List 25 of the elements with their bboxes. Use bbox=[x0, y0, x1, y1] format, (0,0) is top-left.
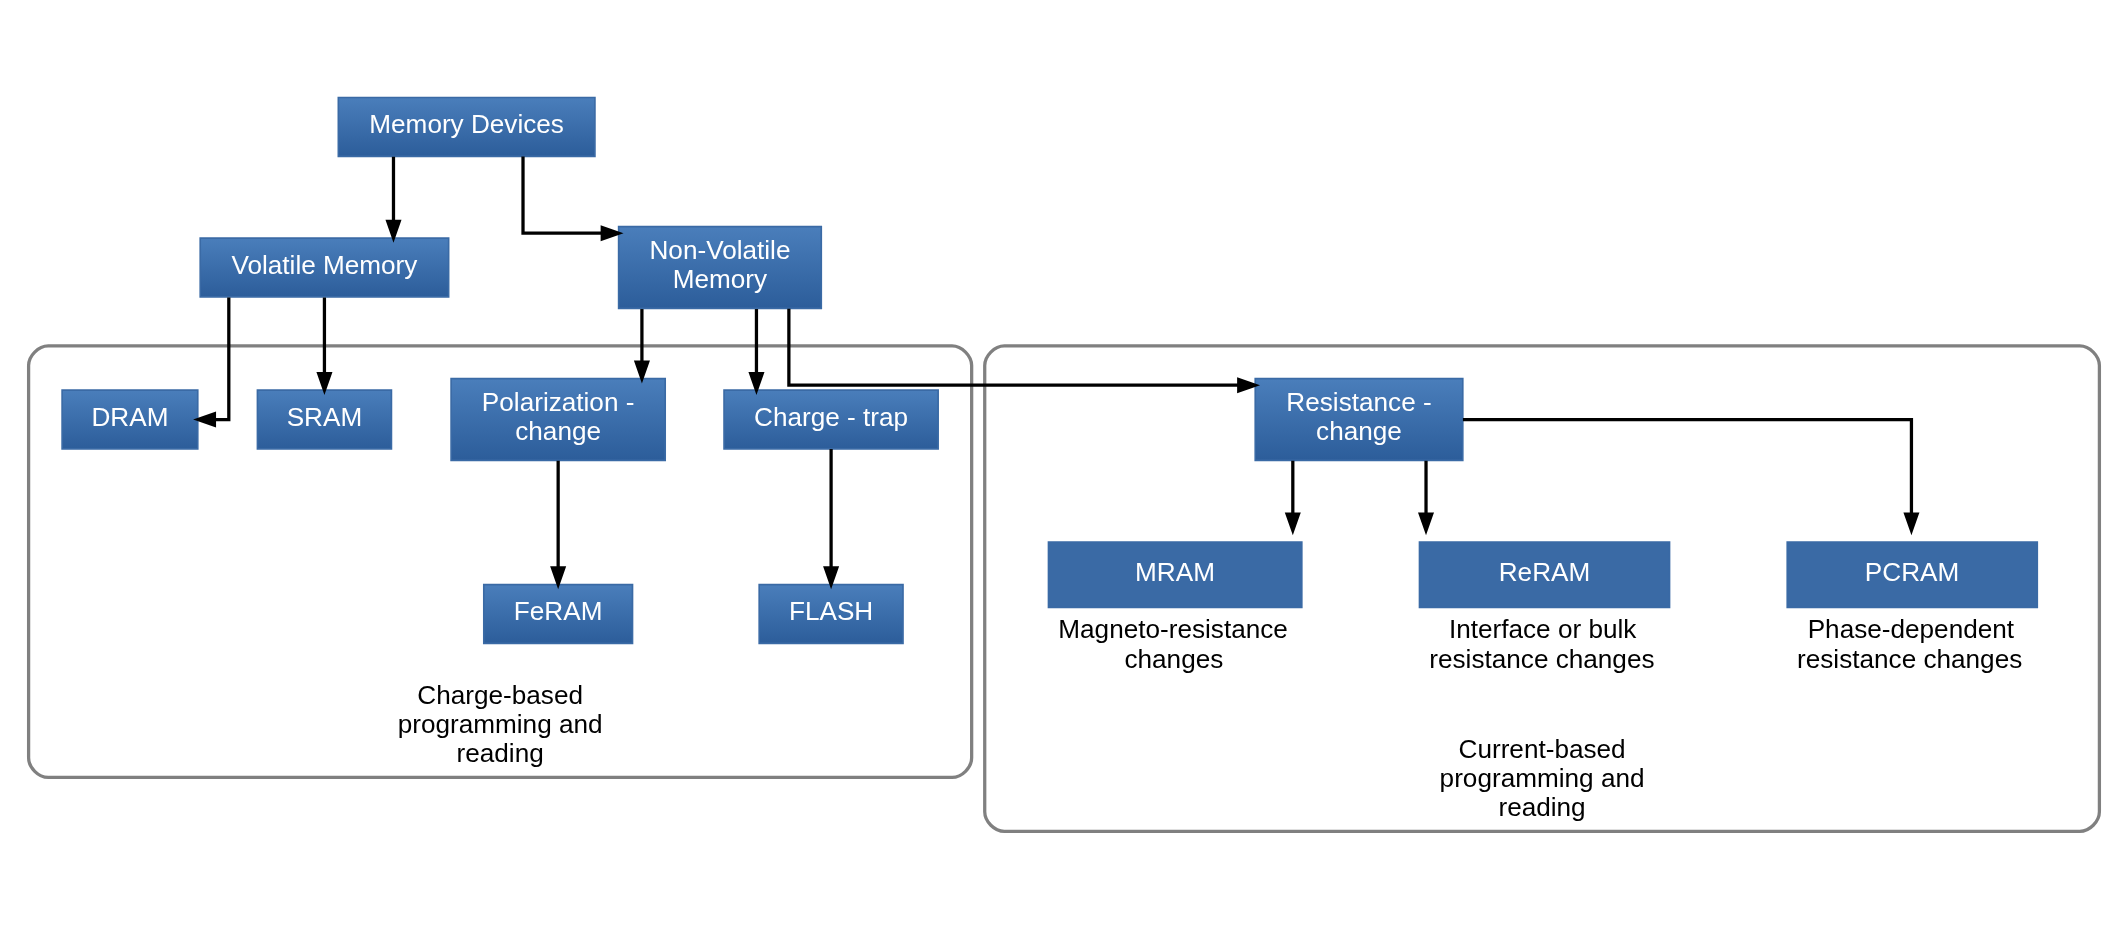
arrow bbox=[1418, 460, 1435, 536]
node-label: Phase-dependent resistance changes bbox=[1797, 614, 2023, 674]
node-box: FeRAM bbox=[482, 583, 634, 645]
node-box: Polarization - change bbox=[450, 377, 666, 462]
node-label: Magneto-resistance changes bbox=[1058, 614, 1288, 674]
node-box: Volatile Memory bbox=[199, 237, 450, 298]
node-label: Interface or bulk resistance changes bbox=[1429, 614, 1655, 674]
node-box: Resistance - change bbox=[1254, 377, 1464, 462]
node-box: DRAM bbox=[61, 389, 199, 450]
node-box: Charge - trap bbox=[723, 389, 939, 450]
node-box: FLASH bbox=[758, 583, 904, 645]
arrow bbox=[1284, 460, 1301, 536]
arrow bbox=[316, 297, 333, 395]
arrow bbox=[550, 460, 567, 590]
arrow bbox=[193, 297, 231, 428]
arrow bbox=[787, 308, 1261, 394]
arrow bbox=[1462, 417, 1920, 536]
arrow bbox=[521, 156, 624, 242]
node-box: SRAM bbox=[256, 389, 393, 450]
arrow bbox=[823, 449, 840, 590]
arrow bbox=[633, 309, 650, 384]
arrow bbox=[748, 309, 765, 396]
node-box: Memory Devices bbox=[337, 96, 596, 158]
arrow bbox=[385, 156, 402, 243]
node-box: Non-Volatile Memory bbox=[617, 225, 823, 310]
